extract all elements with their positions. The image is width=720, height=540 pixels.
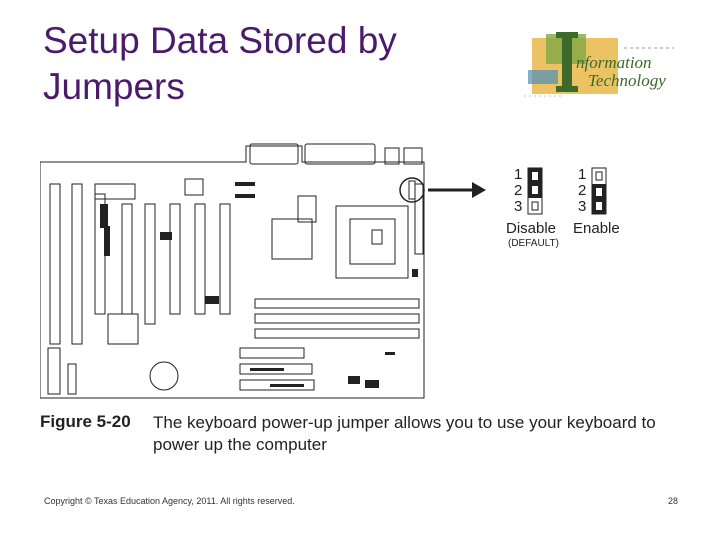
disable-label: Disable	[506, 220, 557, 237]
disable-pin-2: 2	[514, 182, 523, 199]
logo-text-line2: Technology	[588, 71, 666, 90]
copyright-footer: Copyright © Texas Education Agency, 2011…	[44, 496, 295, 506]
jumper-disable-diagram	[527, 167, 543, 215]
enable-pin-3: 3	[578, 198, 587, 215]
disable-pin-1: 1	[514, 166, 523, 183]
arrow-icon	[472, 182, 486, 198]
jumper-enable-diagram	[591, 167, 607, 215]
logo-text-line1: nformation	[576, 53, 652, 72]
disable-pin-3: 3	[514, 198, 523, 215]
figure-caption-text: The keyboard power-up jumper allows you …	[153, 413, 656, 454]
figure-number: Figure 5-20	[40, 412, 131, 431]
motherboard-diagram	[39, 143, 607, 399]
default-label: (DEFAULT)	[508, 238, 559, 249]
enable-label: Enable	[573, 220, 620, 237]
slide-title: Setup Data Stored by Jumpers	[43, 20, 397, 107]
enable-pin-1: 1	[578, 166, 587, 183]
motherboard-figure: 1 2 3 1 2 3 Disable (DEFAULT) Enable Fig…	[39, 124, 680, 474]
enable-pin-2: 2	[578, 182, 587, 199]
keyboard-jumper-highlight	[399, 177, 425, 203]
information-technology-logo: nformation Technology	[524, 30, 684, 100]
page-number: 28	[667, 496, 678, 506]
